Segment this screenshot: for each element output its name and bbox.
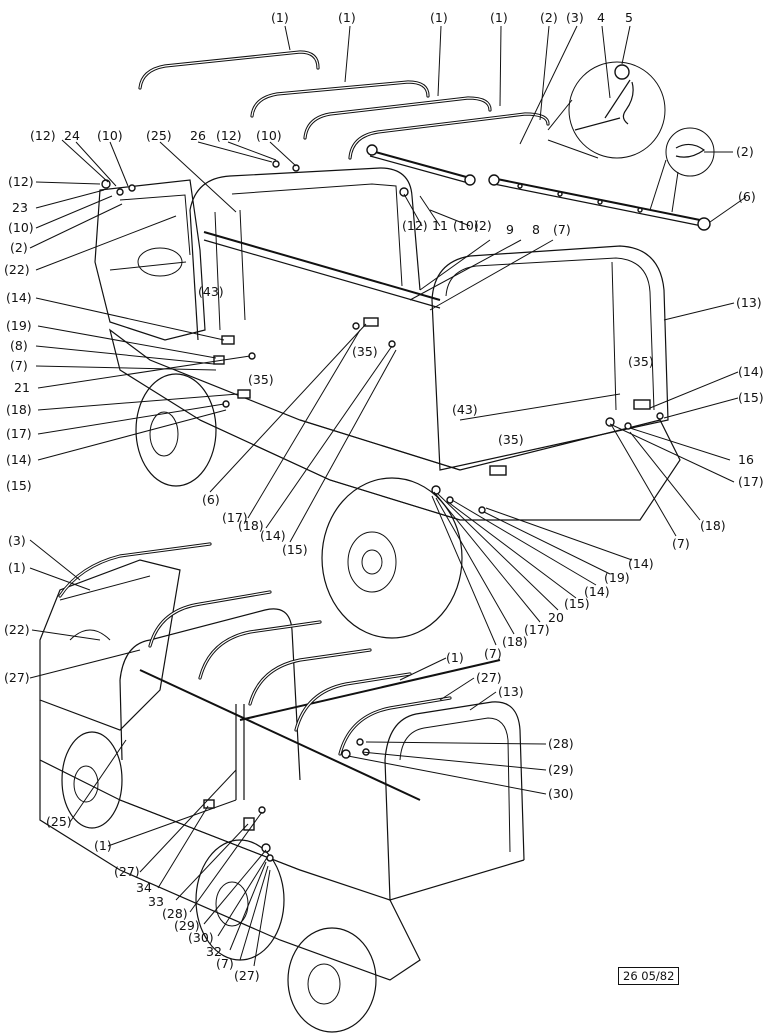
- callout-27: (27): [476, 670, 502, 685]
- callout-2: (2): [474, 218, 492, 233]
- callout-3: (3): [566, 10, 584, 25]
- callout-23: 23: [12, 200, 28, 215]
- callout-14: (14): [260, 528, 286, 543]
- callout-1: (1): [446, 650, 464, 665]
- callout-22: (22): [4, 262, 30, 277]
- vehicle-bottom: [39, 542, 525, 981]
- callout-8: (8): [10, 338, 28, 353]
- callout-2: (2): [10, 240, 28, 255]
- callout-15: (15): [564, 596, 590, 611]
- callout-18: (18): [238, 518, 264, 533]
- callout-19: (19): [604, 570, 630, 585]
- hardware-bottom: [203, 738, 370, 862]
- callout-1: (1): [430, 10, 448, 25]
- callout-18: (18): [502, 634, 528, 649]
- callout-28: (28): [162, 906, 188, 921]
- callout-6: (6): [738, 189, 756, 204]
- callout-17: (17): [6, 426, 32, 441]
- callout-35: (35): [352, 344, 378, 359]
- callout-8: 8: [532, 222, 540, 237]
- callout-1: (1): [8, 560, 26, 575]
- callout-25: (25): [146, 128, 172, 143]
- vehicle-cab-top: [94, 167, 441, 341]
- callout-43: (43): [452, 402, 478, 417]
- callout-17: (17): [738, 474, 764, 489]
- callout-labels: (1) (1) (1) (1) (2) (3) 4 5 (2) (6) (12)…: [4, 10, 764, 983]
- callout-14: (14): [6, 452, 32, 467]
- callout-2: (2): [736, 144, 754, 159]
- roof-bows-top: [138, 50, 550, 160]
- callout-1: (1): [271, 10, 289, 25]
- callout-21: 21: [14, 380, 30, 395]
- callout-20: 20: [548, 610, 564, 625]
- callout-9: 9: [506, 222, 514, 237]
- callout-43: (43): [198, 284, 224, 299]
- callout-7: (7): [484, 646, 502, 661]
- callout-14: (14): [738, 364, 764, 379]
- callout-17: (17): [222, 510, 248, 525]
- callout-12: (12): [216, 128, 242, 143]
- callout-5: 5: [625, 10, 633, 25]
- callout-7: (7): [553, 222, 571, 237]
- callout-33: 33: [148, 894, 164, 909]
- callout-7: (7): [672, 536, 690, 551]
- callout-29: (29): [548, 762, 574, 777]
- callout-13: (13): [736, 295, 762, 310]
- callout-32: 32: [206, 944, 222, 959]
- side-rails: [366, 144, 711, 231]
- callout-30: (30): [188, 930, 214, 945]
- callout-17: (17): [524, 622, 550, 637]
- callout-10: (10): [453, 218, 479, 233]
- callout-13: (13): [498, 684, 524, 699]
- callout-28: (28): [548, 736, 574, 751]
- callout-10: (10): [97, 128, 123, 143]
- callout-35: (35): [628, 354, 654, 369]
- callout-12: (12): [402, 218, 428, 233]
- callout-14: (14): [584, 584, 610, 599]
- callout-2: (2): [540, 10, 558, 25]
- callout-15: (15): [282, 542, 308, 557]
- callout-35: (35): [248, 372, 274, 387]
- callout-30: (30): [548, 786, 574, 801]
- wheels-bottom: [61, 731, 377, 1033]
- detail-magnifier-clip: [649, 127, 715, 213]
- callout-25: (25): [46, 814, 72, 829]
- callout-29: (29): [174, 918, 200, 933]
- callout-1: (1): [94, 838, 112, 853]
- callout-14: (14): [628, 556, 654, 571]
- callout-22: (22): [4, 622, 30, 637]
- callout-15: (15): [738, 390, 764, 405]
- callout-4: 4: [597, 10, 605, 25]
- leader-lines: [29, 25, 747, 967]
- callout-7: (7): [10, 358, 28, 373]
- callout-14: (14): [6, 290, 32, 305]
- callout-10: (10): [8, 220, 34, 235]
- callout-26: 26: [190, 128, 206, 143]
- callout-19: (19): [6, 318, 32, 333]
- callout-7: (7): [216, 956, 234, 971]
- callout-34: 34: [136, 880, 152, 895]
- callout-35: (35): [498, 432, 524, 447]
- callout-12: (12): [30, 128, 56, 143]
- callout-24: 24: [64, 128, 80, 143]
- callout-1: (1): [338, 10, 356, 25]
- drawing-number-stamp: 26 05/82: [618, 967, 680, 985]
- callout-27: (27): [234, 968, 260, 983]
- callout-27: (27): [4, 670, 30, 685]
- wheels-top: [135, 373, 463, 639]
- callout-6: (6): [202, 492, 220, 507]
- callout-16: 16: [738, 452, 754, 467]
- callout-18: (18): [700, 518, 726, 533]
- callout-3: (3): [8, 533, 26, 548]
- callout-27: (27): [114, 864, 140, 879]
- callout-15: (15): [6, 478, 32, 493]
- callout-10: (10): [256, 128, 282, 143]
- callout-11: 11: [432, 218, 448, 233]
- callout-1: (1): [490, 10, 508, 25]
- vehicle-body-top: [109, 245, 681, 521]
- callout-18: (18): [6, 402, 32, 417]
- callout-12: (12): [8, 174, 34, 189]
- detail-magnifier-pin: [547, 61, 666, 159]
